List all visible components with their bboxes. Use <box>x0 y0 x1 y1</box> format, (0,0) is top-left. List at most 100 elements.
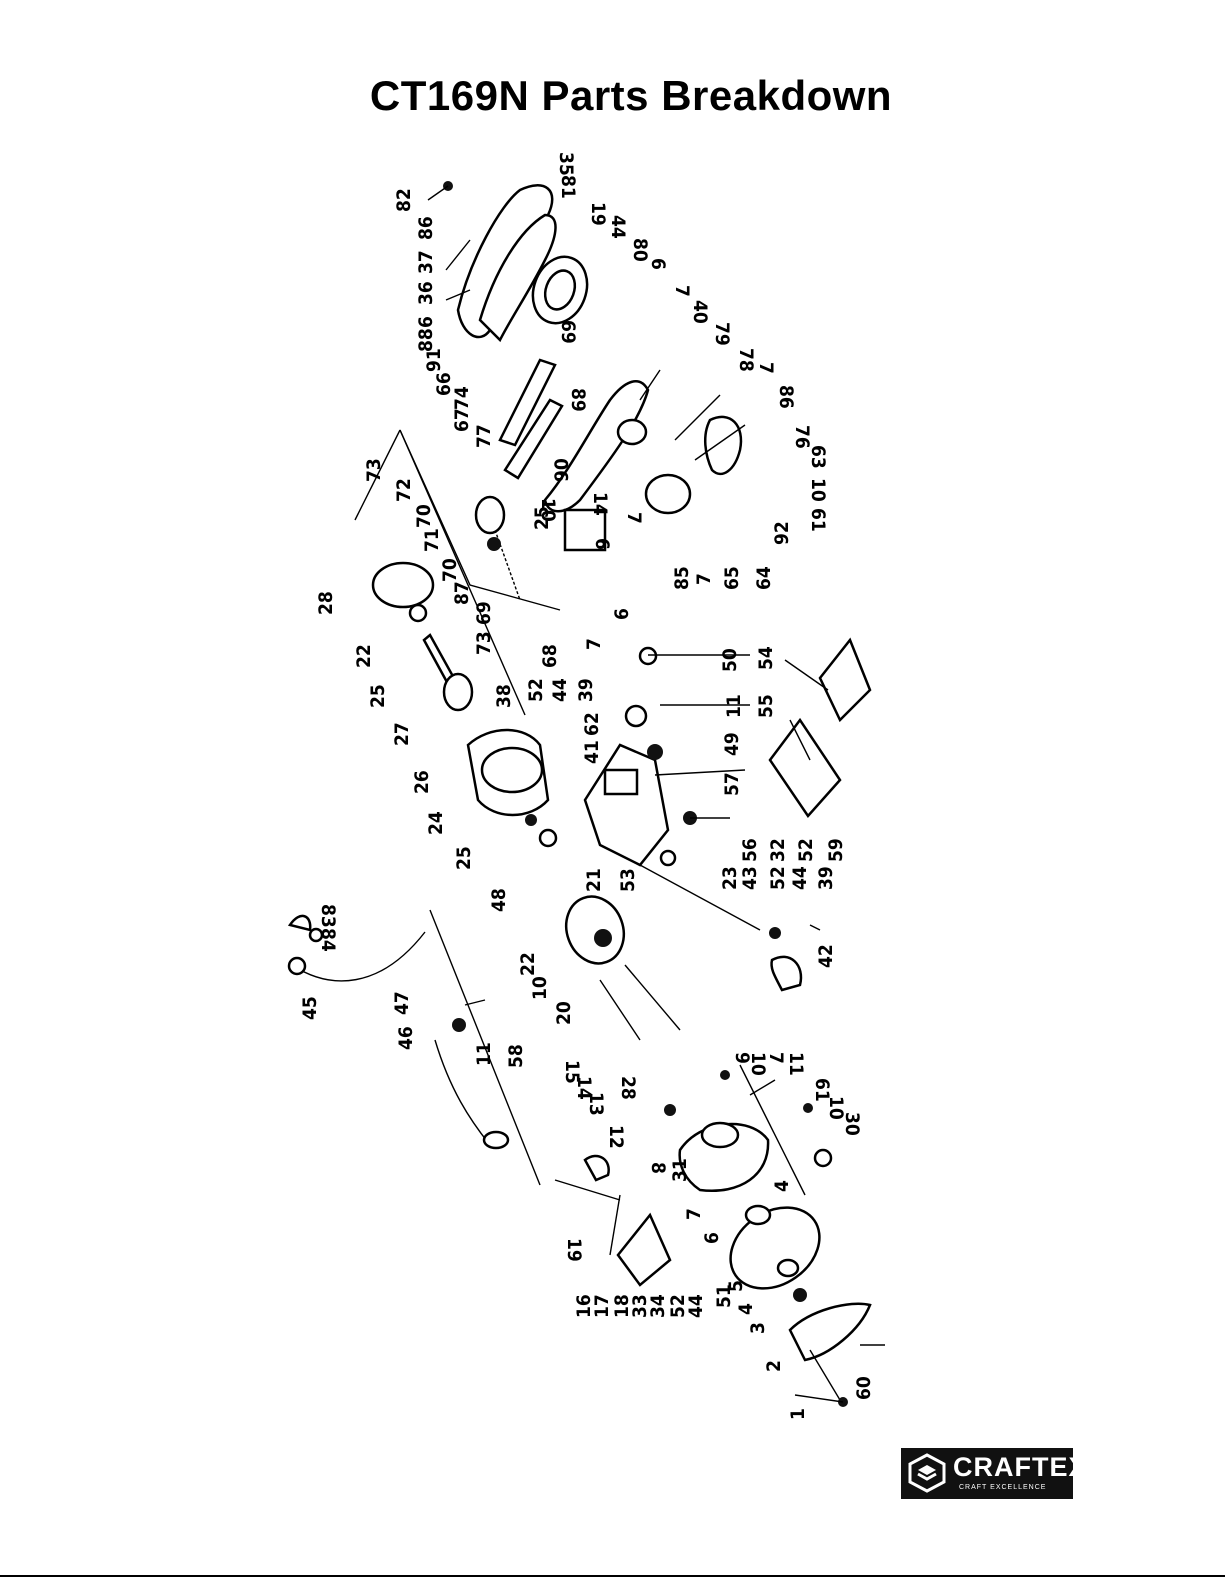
callout-22: 22 <box>517 952 539 976</box>
craftex-cube-icon <box>908 1453 946 1493</box>
callout-49: 49 <box>721 732 743 756</box>
callout-7: 7 <box>755 362 777 374</box>
callout-41: 41 <box>581 740 603 764</box>
logo-wordmark: CRAFTEX <box>953 1452 1088 1482</box>
callout-14: 14 <box>589 492 611 516</box>
base-housing <box>583 646 803 992</box>
callout-67: 67 <box>451 408 473 432</box>
callout-37: 37 <box>415 250 437 274</box>
callout-6: 6 <box>647 258 669 270</box>
belt-tension-spring <box>474 495 521 601</box>
callout-61: 61 <box>811 1078 833 1102</box>
callout-2: 2 <box>763 1360 785 1372</box>
callout-10: 10 <box>807 478 829 502</box>
callout-6: 6 <box>701 1232 723 1244</box>
callout-86: 86 <box>775 385 797 409</box>
base-plate <box>768 637 872 819</box>
callout-89: 89 <box>567 388 589 412</box>
callout-13: 13 <box>585 1092 607 1116</box>
callout-44: 44 <box>607 215 629 239</box>
callout-labels: 35 82 37 86 81 19 44 80 6 36 7 69 40 6 8… <box>299 152 875 1420</box>
callout-51: 51 <box>713 1284 735 1308</box>
callout-56: 56 <box>739 838 761 862</box>
callout-90: 90 <box>551 458 573 482</box>
callout-73: 73 <box>363 458 385 482</box>
callout-25: 25 <box>367 684 389 708</box>
callout-28: 28 <box>617 1076 639 1100</box>
callout-10: 10 <box>747 1052 769 1076</box>
callout-22: 22 <box>353 644 375 668</box>
callout-80: 80 <box>629 238 651 262</box>
callout-19: 19 <box>563 1238 585 1262</box>
callout-61: 61 <box>807 508 829 532</box>
callout-14: 14 <box>573 1076 595 1100</box>
callout-11: 11 <box>785 1052 807 1076</box>
leader-lines <box>354 185 844 1403</box>
callout-7: 7 <box>693 573 715 585</box>
callout-20: 20 <box>553 1001 575 1025</box>
sanding-belt-drum <box>531 255 589 325</box>
callout-39: 39 <box>815 866 837 890</box>
callout-12: 12 <box>605 1125 627 1149</box>
callout-7: 7 <box>671 285 693 297</box>
callout-10: 10 <box>537 498 559 522</box>
callout-52: 52 <box>767 866 789 890</box>
callout-53: 53 <box>617 868 639 892</box>
callout-72: 72 <box>393 478 415 502</box>
callout-25: 25 <box>453 846 475 870</box>
callout-17: 17 <box>591 1294 613 1318</box>
callout-70: 70 <box>439 558 461 582</box>
sanding-disc <box>729 1204 821 1302</box>
callout-6: 6 <box>415 316 437 328</box>
callout-7: 7 <box>765 1052 787 1064</box>
callout-38: 38 <box>493 684 515 708</box>
callout-66: 66 <box>433 372 455 396</box>
callout-31: 31 <box>669 1158 691 1182</box>
callout-43: 43 <box>739 866 761 890</box>
callout-70: 70 <box>413 504 435 528</box>
callout-8: 8 <box>647 1162 669 1174</box>
callout-16: 16 <box>573 1294 595 1318</box>
callout-7: 7 <box>623 512 645 524</box>
callout-21: 21 <box>583 868 605 892</box>
callout-4: 4 <box>771 1180 793 1192</box>
disc-guard <box>583 1104 770 1287</box>
callout-11: 11 <box>723 694 745 718</box>
callout-3: 3 <box>747 1322 769 1334</box>
belt-frame <box>498 358 743 552</box>
callout-10: 10 <box>529 976 551 1000</box>
callout-79: 79 <box>711 322 733 346</box>
callout-68: 68 <box>539 644 561 668</box>
callout-77: 77 <box>473 424 495 448</box>
callout-91: 91 <box>423 348 445 372</box>
callout-62: 62 <box>581 712 603 736</box>
callout-9: 9 <box>731 1052 753 1064</box>
callout-42: 42 <box>815 944 837 968</box>
callout-18: 18 <box>611 1294 633 1318</box>
callout-59: 59 <box>825 838 847 862</box>
callout-26: 26 <box>411 770 433 794</box>
callout-48: 48 <box>488 888 510 912</box>
bottom-divider <box>0 1575 1225 1577</box>
callout-78: 78 <box>735 348 757 372</box>
callout-7: 7 <box>683 1208 705 1220</box>
callout-19: 19 <box>587 202 609 226</box>
callout-4: 4 <box>735 1303 757 1315</box>
callout-25: 25 <box>531 506 553 530</box>
callout-73: 73 <box>473 631 495 655</box>
callout-85: 85 <box>671 566 693 590</box>
callout-36: 36 <box>415 281 437 305</box>
callout-27: 27 <box>391 722 413 746</box>
callout-44: 44 <box>685 1294 707 1318</box>
callout-28: 28 <box>315 591 337 615</box>
miter-gauge-parts <box>720 1070 833 1168</box>
disc-sanding-assembly <box>564 895 681 1041</box>
callout-44: 44 <box>549 678 571 702</box>
callout-6: 6 <box>591 538 613 550</box>
callout-55: 55 <box>755 694 777 718</box>
callout-82: 82 <box>393 188 415 212</box>
callout-87: 87 <box>451 581 473 605</box>
callout-92: 92 <box>771 521 793 545</box>
callout-15: 15 <box>561 1060 583 1084</box>
